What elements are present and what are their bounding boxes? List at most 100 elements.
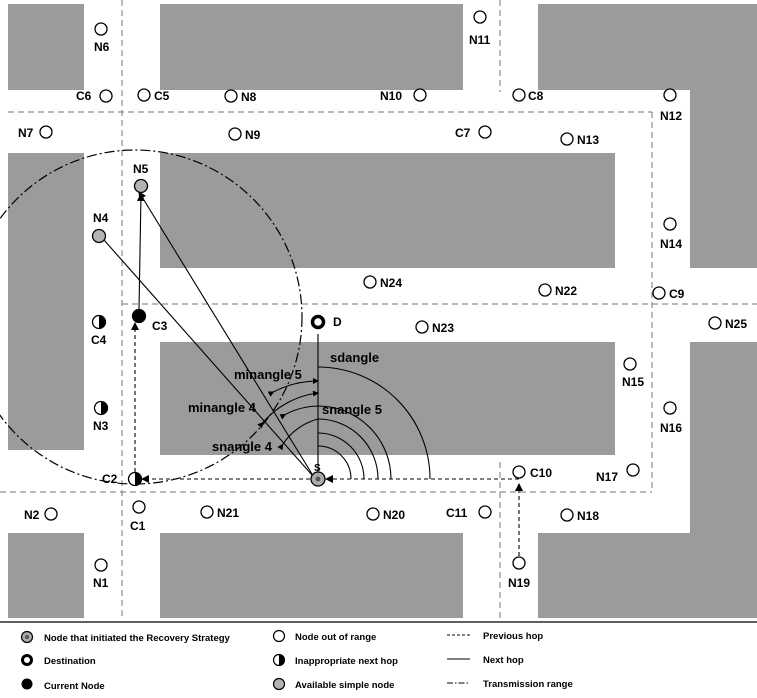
inner-arc-2: [317, 445, 352, 480]
legend-current: Current Node: [21, 678, 105, 692]
node-S-core: [315, 476, 321, 482]
block-ne: [538, 4, 690, 90]
label-N22: N22: [555, 284, 577, 298]
block-west: [8, 153, 84, 450]
label-N10: N10: [380, 89, 402, 103]
node-N10: [413, 88, 427, 102]
label-S: S: [314, 463, 321, 474]
label-C1: C1: [130, 519, 146, 533]
node-C2-half: [127, 471, 143, 487]
label-N21: N21: [217, 506, 239, 520]
node-N16: [663, 401, 677, 415]
label-N3: N3: [93, 419, 109, 433]
label-N4: N4: [93, 211, 109, 225]
label-C6: C6: [76, 89, 92, 103]
node-D-destination: [310, 314, 326, 330]
node-N21: [200, 505, 214, 519]
legend-current-label: Current Node: [44, 681, 105, 692]
label-C11: C11: [446, 506, 468, 520]
block-sw: [8, 533, 84, 618]
label-C7: C7: [455, 126, 471, 140]
legend: Node that initiated the Recovery Strateg…: [20, 629, 573, 692]
node-N5-available: [133, 178, 149, 194]
node-N4-available: [91, 228, 107, 244]
node-N15: [623, 357, 637, 371]
node-C1: [132, 500, 146, 514]
legend-initiator: Node that initiated the Recovery Strateg…: [20, 630, 231, 644]
angle-labels: sdangle minangle 5 minangle 4 snangle 5 …: [188, 350, 382, 454]
label-C4: C4: [91, 333, 107, 347]
label-N6: N6: [94, 40, 110, 54]
legend-previous-hop-label: Previous hop: [483, 631, 543, 642]
block-nw: [8, 4, 84, 90]
label-N2: N2: [24, 508, 40, 522]
node-N23: [415, 320, 429, 334]
node-N24: [363, 275, 377, 289]
label-N25: N25: [725, 317, 747, 331]
node-N17: [626, 463, 640, 477]
minangle5-label: minangle 5: [234, 367, 302, 382]
node-N11: [473, 10, 487, 24]
minangle4-label: minangle 4: [188, 400, 257, 415]
road-centerlines: [0, 0, 757, 618]
node-N7: [39, 125, 53, 139]
inappropriate-nodes: [91, 314, 143, 487]
label-D: D: [333, 315, 342, 329]
block-s-center: [160, 533, 463, 618]
block-east-tall: [690, 4, 757, 268]
legend-available: Available simple node: [272, 677, 394, 691]
inner-arc-1: [317, 432, 365, 480]
label-N14: N14: [660, 237, 682, 251]
legend-inappropriate: Inappropriate next hop: [272, 653, 398, 667]
sdangle-arc: [317, 366, 431, 480]
city-blocks: [8, 4, 757, 618]
legend-previous-hop: Previous hop: [447, 631, 543, 642]
node-C10: [512, 465, 526, 479]
label-N8: N8: [241, 90, 257, 104]
nodes: [39, 10, 722, 572]
snangle5-arc: [279, 405, 319, 420]
node-C9: [652, 286, 666, 300]
node-N3-half: [93, 400, 109, 416]
node-N12: [663, 88, 677, 102]
legend-out: Node out of range: [272, 629, 376, 643]
node-N8: [224, 89, 238, 103]
snangle4-arc: [277, 418, 319, 451]
label-N17: N17: [596, 470, 618, 484]
next-hops: [103, 191, 313, 476]
label-N5: N5: [133, 162, 149, 176]
node-N6: [94, 22, 108, 36]
node-N2: [44, 507, 58, 521]
label-C9: C9: [669, 287, 685, 301]
node-N13: [560, 132, 574, 146]
label-N7: N7: [18, 126, 34, 140]
legend-next-hop: Next hop: [447, 655, 524, 666]
legend-transmission-range-label: Transmission range: [483, 679, 573, 690]
legend-initiator-label: Node that initiated the Recovery Strateg…: [44, 633, 231, 644]
block-se: [538, 533, 690, 618]
label-N18: N18: [577, 509, 599, 523]
snangle5-arc-outer: [317, 405, 392, 480]
node-C8: [512, 88, 526, 102]
legend-next-hop-label: Next hop: [483, 655, 524, 666]
node-N9: [228, 127, 242, 141]
block-east-lower: [690, 342, 757, 618]
block-upper-center: [160, 153, 615, 268]
node-labels: N6 N11 C6 C5 N8 N10 C8 N12 N7 N9 C7 N13 …: [18, 33, 747, 590]
label-N15: N15: [622, 375, 644, 389]
label-C2: C2: [102, 472, 118, 486]
label-N24: N24: [380, 276, 402, 290]
block-n-center: [160, 4, 463, 90]
node-C7: [478, 125, 492, 139]
transmission-range-circle: [0, 149, 303, 485]
legend-available-label: Available simple node: [295, 680, 394, 691]
node-N19: [512, 556, 526, 570]
legend-out-label: Node out of range: [295, 632, 376, 643]
legend-inappropriate-label: Inappropriate next hop: [295, 656, 398, 667]
label-N1: N1: [93, 576, 109, 590]
node-C6: [99, 89, 113, 103]
label-C10: C10: [530, 466, 552, 480]
label-N20: N20: [383, 508, 405, 522]
angle-arcs: [257, 366, 431, 480]
